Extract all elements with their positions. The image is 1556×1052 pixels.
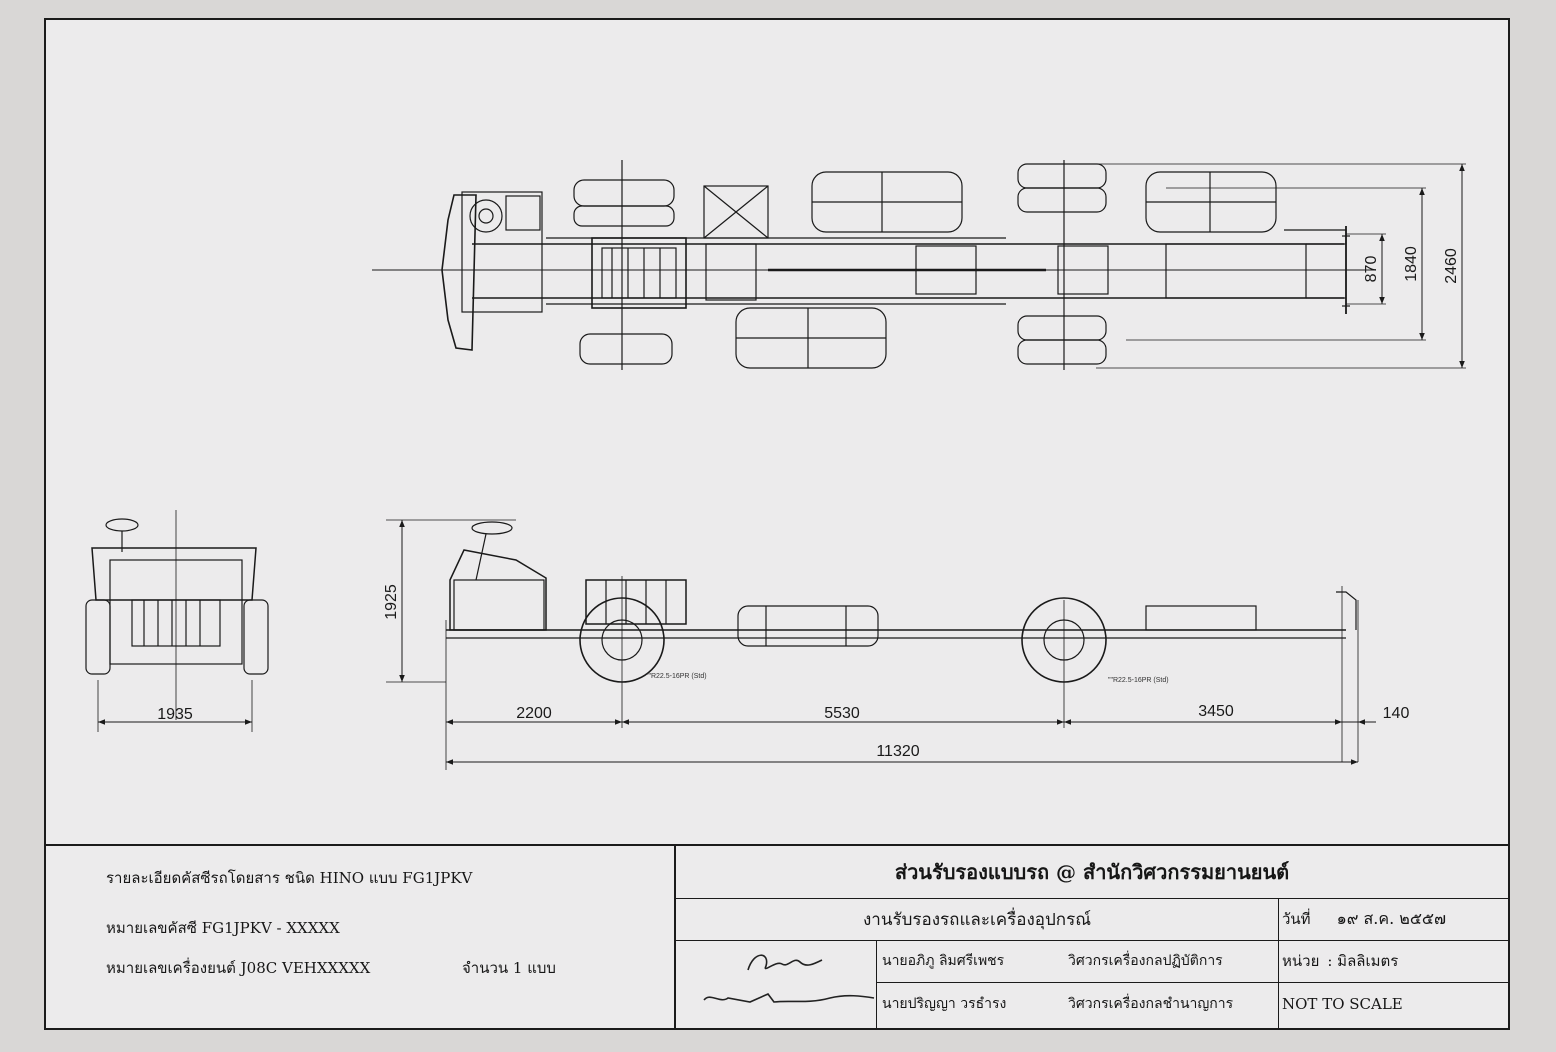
dim-rear-overhang: 140 <box>1383 705 1410 722</box>
drawing-sheet: 870 1840 2460 1935 <box>44 18 1510 1030</box>
chassis-description: รายละเอียดคัสซีรถโดยสาร ชนิด HINO แบบ FG… <box>106 869 473 887</box>
dim-height: 1925 <box>383 584 400 620</box>
dim-width-2460: 2460 <box>1443 248 1460 284</box>
signer-1-name: นายอภิภู ลิมศรีเพชร <box>882 953 1005 969</box>
model-count: จำนวน 1 แบบ <box>462 959 556 977</box>
dim-overall-length: 11320 <box>876 743 919 760</box>
department-name: งานรับรองรถและเครื่องอุปกรณ์ <box>863 909 1091 930</box>
scale-note: NOT TO SCALE <box>1282 995 1403 1013</box>
dim-width-870: 870 <box>1363 256 1380 283</box>
side-view <box>386 519 1376 770</box>
signature-2 <box>690 982 880 1022</box>
unit-field: หน่วย : มิลลิเมตร <box>1282 940 1502 982</box>
chassis-number: หมายเลขคัสซี FG1JPKV - XXXXX <box>106 919 340 937</box>
dim-front-overhang: 2200 <box>516 705 552 722</box>
signature-1 <box>736 942 856 982</box>
dim-front-track: 1935 <box>157 706 193 723</box>
dim-width-1840: 1840 <box>1403 246 1420 282</box>
unit-value: : มิลลิเมตร <box>1327 952 1399 970</box>
signer-1-title: วิศวกรเครื่องกลปฏิบัติการ <box>1068 953 1223 969</box>
date-field: วันที่ ๑๙ ส.ค. ๒๕๕๗ <box>1282 898 1482 940</box>
signature-1-mark <box>747 954 823 971</box>
unit-label: หน่วย <box>1282 952 1320 970</box>
dim-wheelbase-2: 3450 <box>1198 703 1234 720</box>
authority-header: ส่วนรับรองแบบรถ @ สำนักวิศวกรรมยานยนต์ <box>894 860 1290 884</box>
title-block: รายละเอียดคัสซีรถโดยสาร ชนิด HINO แบบ FG… <box>46 844 1508 1028</box>
title-block-left: รายละเอียดคัสซีรถโดยสาร ชนิด HINO แบบ FG… <box>46 846 676 1028</box>
date-value: ๑๙ ส.ค. ๒๕๕๗ <box>1336 908 1447 928</box>
engine-number: หมายเลขเครื่องยนต์ J08C VEHXXXXX <box>106 959 371 977</box>
signer-2-title: วิศวกรเครื่องกลชำนาญการ <box>1068 996 1234 1012</box>
front-tire-label: ""R22.5-16PR (Std) <box>646 673 707 680</box>
plan-view <box>372 160 1466 370</box>
signature-2-mark <box>703 993 875 1003</box>
front-view <box>85 510 269 732</box>
chassis-drawing: 870 1840 2460 1935 <box>85 160 1466 770</box>
rear-tire-label: ""R22.5-16PR (Std) <box>1108 677 1169 684</box>
signer-2-name: นายปริญญา วรธำรง <box>882 996 1007 1012</box>
title-block-right: ส่วนรับรองแบบรถ @ สำนักวิศวกรรมยานยนต์ ง… <box>676 846 1508 1028</box>
dim-wheelbase-1: 5530 <box>824 705 860 722</box>
date-label: วันที่ <box>1282 910 1311 928</box>
